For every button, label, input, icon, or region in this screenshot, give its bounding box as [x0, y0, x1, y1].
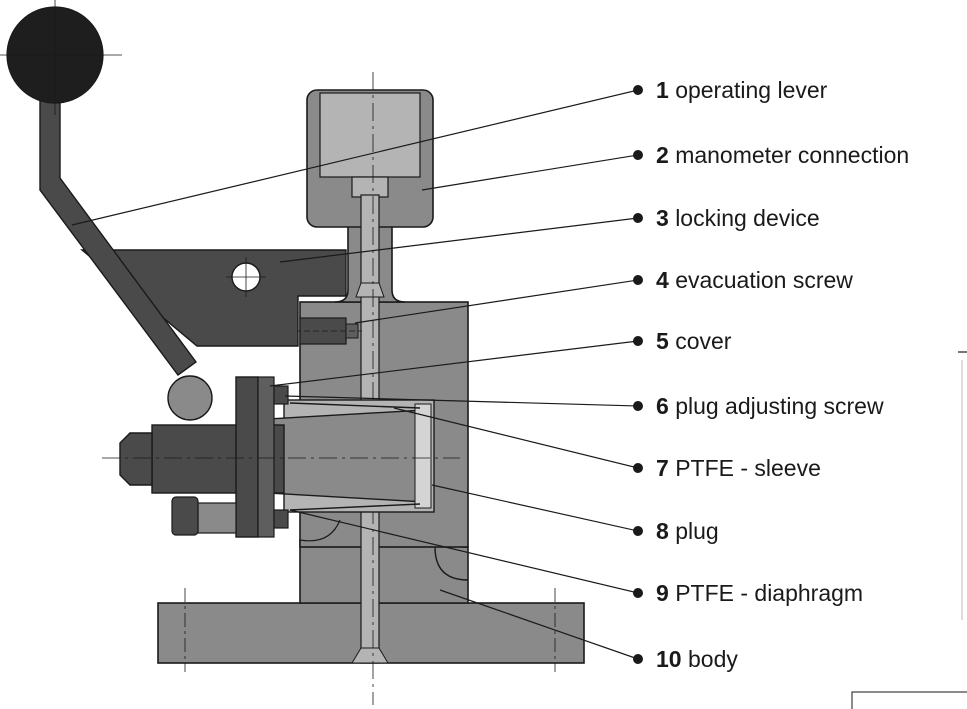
callout-dot	[633, 336, 643, 346]
callout-4: 4 evacuation screw	[633, 267, 853, 293]
leader-lines	[71, 89, 639, 660]
svg-text:3 locking device: 3 locking device	[656, 205, 820, 231]
label-text: manometer connection	[675, 142, 909, 168]
callout-6: 6 plug adjusting screw	[633, 393, 884, 419]
label-number: 2	[656, 142, 669, 168]
svg-text:8 plug: 8 plug	[656, 518, 719, 544]
callout-dot	[633, 588, 643, 598]
plug-adjusting-screw	[171, 385, 289, 536]
callout-dot	[633, 526, 643, 536]
label-number: 8	[656, 518, 669, 544]
leader-3	[279, 217, 639, 263]
label-number: 5	[656, 328, 669, 354]
svg-text:1 operating lever: 1 operating lever	[656, 77, 828, 103]
leader-8	[431, 484, 639, 532]
callout-3: 3 locking device	[633, 205, 820, 231]
leader-7	[393, 407, 639, 469]
leader-4	[354, 279, 639, 324]
operating-lever	[0, 0, 213, 421]
svg-text:4 evacuation screw: 4 evacuation screw	[656, 267, 853, 293]
svg-text:7 PTFE - sleeve: 7 PTFE - sleeve	[656, 455, 821, 481]
callout-dot	[633, 85, 643, 95]
label-text: locking device	[675, 205, 819, 231]
leader-10	[439, 589, 639, 660]
callout-dot	[633, 463, 643, 473]
callout-dot	[633, 150, 643, 160]
cover	[102, 376, 460, 538]
leader-2	[421, 154, 639, 191]
locking-device	[80, 249, 347, 347]
callout-7: 7 PTFE - sleeve	[633, 455, 821, 481]
svg-text:2 manometer connection: 2 manometer connection	[656, 142, 909, 168]
callout-dot	[633, 275, 643, 285]
svg-text:6 plug adjusting screw: 6 plug adjusting screw	[656, 393, 884, 419]
callout-9: 9 PTFE - diaphragm	[633, 580, 863, 606]
svg-text:9 PTFE - diaphragm: 9 PTFE - diaphragm	[656, 580, 863, 606]
evacuation-screw	[295, 317, 362, 345]
label-number: 10	[656, 646, 682, 672]
label-number: 6	[656, 393, 669, 419]
label-number: 3	[656, 205, 669, 231]
leader-5	[269, 340, 639, 387]
callout-dot	[633, 213, 643, 223]
label-number: 9	[656, 580, 669, 606]
label-number: 1	[656, 77, 669, 103]
label-text: evacuation screw	[675, 267, 853, 293]
callout-10: 10 body	[633, 646, 738, 672]
label-text: PTFE - diaphragm	[675, 580, 863, 606]
label-text: body	[688, 646, 738, 672]
callout-dot	[633, 401, 643, 411]
label-text: plug	[675, 518, 718, 544]
callout-8: 8 plug	[633, 518, 719, 544]
leader-9	[289, 509, 639, 594]
callout-2: 2 manometer connection	[633, 142, 909, 168]
plug	[249, 399, 435, 513]
label-text: operating lever	[675, 77, 827, 103]
label-text: cover	[675, 328, 732, 354]
frame-marks	[851, 351, 967, 709]
label-text: PTFE - sleeve	[675, 455, 821, 481]
label-text: plug adjusting screw	[675, 393, 884, 419]
callout-1: 1 operating lever	[633, 77, 828, 103]
svg-text:10 body: 10 body	[656, 646, 738, 672]
leader-1	[71, 89, 639, 226]
leader-6	[284, 395, 639, 407]
callout-5: 5 cover	[633, 328, 732, 354]
label-number: 4	[656, 267, 669, 293]
callout-dot	[633, 654, 643, 664]
svg-text:5 cover: 5 cover	[656, 328, 732, 354]
label-number: 7	[656, 455, 669, 481]
